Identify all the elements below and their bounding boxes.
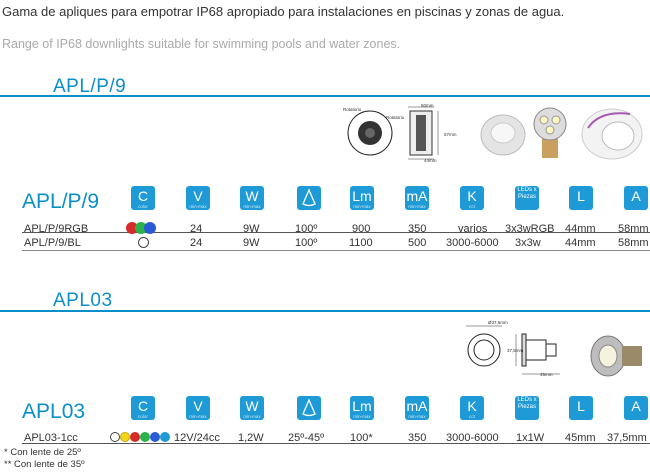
color-swatch-rgb xyxy=(126,222,160,234)
angle-value: 25º-45º xyxy=(288,432,325,444)
diagram-label: 37,5mm xyxy=(507,348,524,353)
table-rule xyxy=(22,232,650,233)
voltage-value: 24 xyxy=(190,223,203,235)
section-title-apl03: APL03 xyxy=(53,290,113,311)
leds-icon: LEDs x Piezas xyxy=(515,186,539,210)
current-value: 500 xyxy=(408,237,427,249)
beam-angle-icon xyxy=(297,396,321,420)
color-swatch-multi xyxy=(110,432,172,444)
kelvin-value: varios xyxy=(458,223,488,235)
angle-value: 100º xyxy=(295,237,318,249)
technical-drawing-apl03 xyxy=(466,325,560,375)
beam-angle-icon xyxy=(297,186,321,210)
width-value: 37,5mm xyxy=(607,432,647,444)
width-value: 58mm xyxy=(618,223,649,235)
leds-value: 3x3wRGB xyxy=(505,223,555,235)
lumens-value: 100* xyxy=(350,432,373,444)
table-rule xyxy=(22,250,650,251)
width-icon: A xyxy=(624,186,648,210)
voltage-value: 12V/24cc xyxy=(174,432,220,444)
current-value: 350 xyxy=(408,223,427,235)
section-title-apl-p-9: APL/P/9 xyxy=(53,76,127,97)
product-title: APL/P/9 xyxy=(22,190,100,213)
intro-spanish: Gama de apliques para empotrar IP68 apro… xyxy=(2,4,565,19)
product-title: APL03 xyxy=(22,400,86,423)
voltage-value: 24 xyxy=(190,237,203,249)
footnote: * Con lente de 25º xyxy=(4,447,81,458)
length-icon: L xyxy=(569,186,593,210)
current-value: 350 xyxy=(408,432,427,444)
housing-photo xyxy=(581,108,643,160)
watts-value: 9W xyxy=(243,237,260,249)
watts-value: 9W xyxy=(243,223,260,235)
leds-value: 3x3w xyxy=(515,237,541,249)
length-value: 44mm xyxy=(565,223,596,235)
kelvin-value: 3000-6000 xyxy=(446,237,499,249)
diagram-label: 44mm xyxy=(424,158,437,163)
intro-english: Range of IP68 downlights suitable for sw… xyxy=(2,37,401,51)
diagram-label: Rotatorio xyxy=(386,115,405,120)
leds-value: 1x1W xyxy=(516,432,545,444)
table-rule xyxy=(22,443,650,444)
section-rule xyxy=(0,95,650,97)
kelvin-value: 3000-6000 xyxy=(446,432,499,444)
angle-value: 100º xyxy=(295,223,318,235)
length-value: 45mm xyxy=(565,432,596,444)
color-swatch-white xyxy=(138,237,149,248)
diagram-label: Rotatorio xyxy=(343,107,362,112)
diagram-label: 57mm xyxy=(444,132,457,137)
length-icon: L xyxy=(569,396,593,420)
lumens-value: 900 xyxy=(352,223,371,235)
width-value: 58mm xyxy=(618,237,649,249)
length-value: 44mm xyxy=(565,237,596,249)
product-photo-apl03 xyxy=(590,335,642,377)
watts-value: 1,2W xyxy=(238,432,264,444)
lumens-value: 1100 xyxy=(349,237,373,249)
product-code: APL03-1cc xyxy=(24,432,78,444)
led-module-photo xyxy=(533,107,567,158)
diagram-label: 45mm xyxy=(540,372,553,377)
leds-icon: LEDs x Piezas xyxy=(515,396,539,420)
product-code: APL/P/9/BL xyxy=(24,237,81,249)
width-icon: A xyxy=(624,396,648,420)
footnote: ** Con lente de 35º xyxy=(4,459,85,470)
technical-drawing-apl-p-9 xyxy=(347,106,439,160)
lens-photo xyxy=(480,114,526,156)
section-rule xyxy=(0,310,650,312)
diagram-label: 50mm xyxy=(421,103,434,108)
product-code: APL/P/9RGB xyxy=(24,223,89,235)
diagram-label: Ø37,5mm xyxy=(488,320,508,325)
